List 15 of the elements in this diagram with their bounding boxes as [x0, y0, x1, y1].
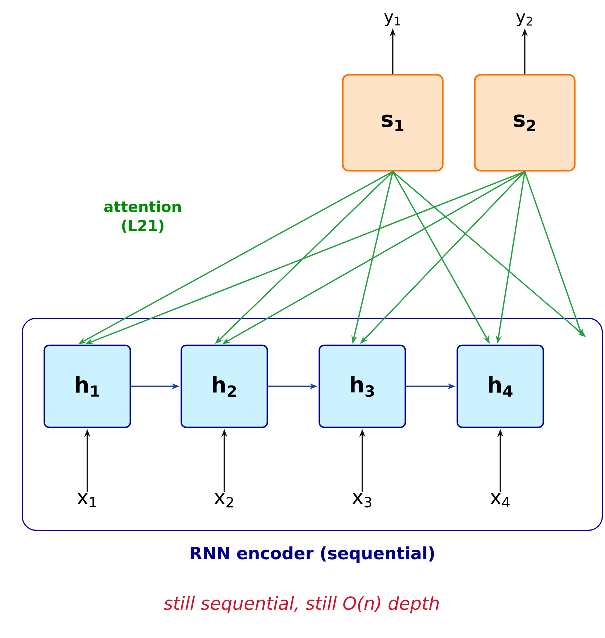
output-label: y$_{1}$ — [384, 14, 400, 26]
decoder-box: s$_{1}$ — [342, 74, 444, 172]
input-label: x$_{1}$ — [78, 494, 96, 508]
input-label: x$_{4}$ — [490, 494, 510, 508]
decoder-box: s$_{2}$ — [474, 74, 576, 172]
input-label: x$_{3}$ — [352, 493, 372, 508]
attention-label: attention (L21) — [104, 200, 181, 234]
caption: still sequential, still O(n) depth — [164, 596, 439, 614]
output-label: y$_{2}$ — [516, 14, 532, 26]
hidden-state-box: h$_{4}$ — [456, 344, 544, 428]
input-label: x$_{2}$ — [214, 493, 234, 508]
hidden-state-box: h$_{2}$ — [180, 344, 268, 428]
hidden-state-box: h$_{3}$ — [318, 344, 406, 428]
node-label: RNN encoder (sequential) — [190, 546, 434, 563]
hidden-state-box: h$_{1}$ — [44, 344, 132, 428]
